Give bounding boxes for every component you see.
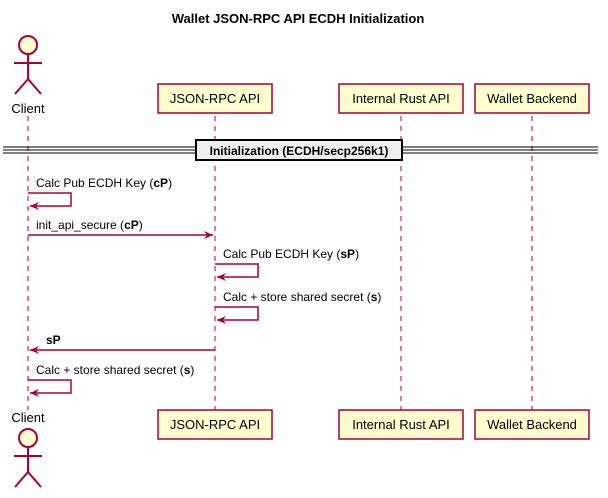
message-store-secret-server: Calc + store shared secret (s) bbox=[215, 290, 381, 324]
participant-rust-label-bottom: Internal Rust API bbox=[352, 417, 450, 432]
participant-client-bottom: Client bbox=[11, 410, 45, 425]
svg-text:sP: sP bbox=[46, 333, 61, 347]
participant-jsonrpc-top: JSON-RPC API bbox=[157, 83, 273, 114]
participant-rust-top: Internal Rust API bbox=[338, 83, 464, 114]
message-return-sp: sP bbox=[30, 333, 215, 354]
message-calc-pub-key-server: Calc Pub ECDH Key (sP) bbox=[215, 247, 359, 281]
svg-text:Calc + store shared secret (s): Calc + store shared secret (s) bbox=[36, 363, 194, 377]
participant-rust-bottom: Internal Rust API bbox=[338, 409, 464, 440]
participant-backend-label-top: Wallet Backend bbox=[487, 91, 577, 106]
message-init-api-secure: init_api_secure (cP) bbox=[28, 218, 213, 239]
participant-jsonrpc-label-top: JSON-RPC API bbox=[170, 91, 260, 106]
participant-backend-bottom: Wallet Backend bbox=[474, 409, 590, 440]
lifelines bbox=[27, 116, 533, 410]
svg-text:Calc + store shared secret (s): Calc + store shared secret (s) bbox=[223, 290, 381, 304]
svg-text:Calc Pub ECDH Key (sP): Calc Pub ECDH Key (sP) bbox=[223, 247, 359, 261]
svg-text:Calc Pub ECDH Key (cP): Calc Pub ECDH Key (cP) bbox=[36, 176, 172, 190]
section-divider-label: Initialization (ECDH/secp256k1) bbox=[210, 144, 389, 158]
section-divider: Initialization (ECDH/secp256k1) bbox=[3, 139, 598, 161]
client-actor-icon-bottom bbox=[14, 428, 42, 488]
participant-jsonrpc-bottom: JSON-RPC API bbox=[157, 409, 273, 440]
participant-jsonrpc-label-bottom: JSON-RPC API bbox=[170, 417, 260, 432]
participant-backend-label-bottom: Wallet Backend bbox=[487, 417, 577, 432]
client-actor-icon-top bbox=[14, 35, 42, 95]
message-store-secret-client: Calc + store shared secret (s) bbox=[28, 363, 194, 397]
participant-client-top: Client bbox=[11, 101, 45, 116]
participant-rust-label-top: Internal Rust API bbox=[352, 91, 450, 106]
diagram-title: Wallet JSON-RPC API ECDH Initialization bbox=[172, 11, 425, 26]
message-calc-pub-key-client: Calc Pub ECDH Key (cP) bbox=[28, 176, 172, 210]
participant-backend-top: Wallet Backend bbox=[474, 83, 590, 114]
svg-text:init_api_secure (cP): init_api_secure (cP) bbox=[36, 218, 143, 232]
